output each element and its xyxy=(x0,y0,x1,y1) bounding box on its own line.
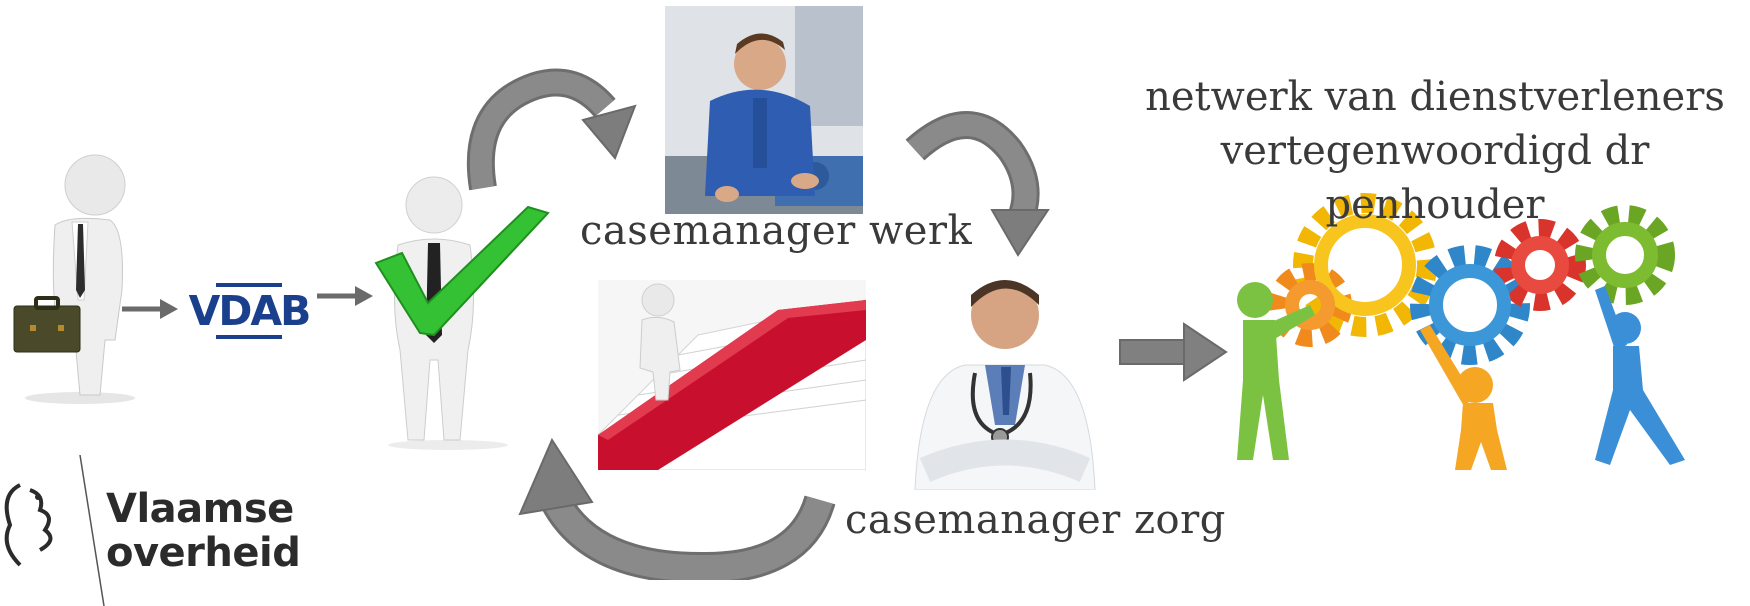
arrow-to-approved xyxy=(317,286,373,306)
teamwork-gears-icon xyxy=(1237,193,1685,470)
arrow-to-network xyxy=(1119,322,1228,382)
approved-check-icon xyxy=(374,176,550,450)
curved-arrow-to-zorg xyxy=(905,111,1050,257)
casemanager-zorg-caption: casemanager zorg xyxy=(845,497,1226,543)
arrow-to-vdab xyxy=(122,299,178,319)
vdab-logo: VDAB xyxy=(180,283,318,339)
flemish-lion-logo-icon xyxy=(4,455,105,606)
logo-line-2: overheid xyxy=(106,530,301,576)
businessman-icon xyxy=(13,154,135,404)
curved-arrow-back xyxy=(518,437,836,580)
logo-line-1: Vlaamse xyxy=(106,486,294,532)
casemanager-werk-caption: casemanager werk xyxy=(580,208,973,254)
stairs-red-carpet-icon xyxy=(598,280,866,470)
vlaamse-overheid-logo-text: Vlaamse overheid xyxy=(106,486,301,576)
network-line-2: vertegenwoordigd dr xyxy=(1220,128,1650,174)
worker-photo xyxy=(665,6,863,214)
doctor-photo xyxy=(905,265,1100,490)
network-line-3: penhouder xyxy=(1325,182,1545,228)
vdab-label: VDAB xyxy=(188,287,312,335)
curved-arrow-to-werk xyxy=(466,68,637,191)
network-line-1: netwerk van dienstverleners xyxy=(1145,74,1725,120)
network-caption: netwerk van dienstverleners vertegenwoor… xyxy=(1120,70,1750,232)
